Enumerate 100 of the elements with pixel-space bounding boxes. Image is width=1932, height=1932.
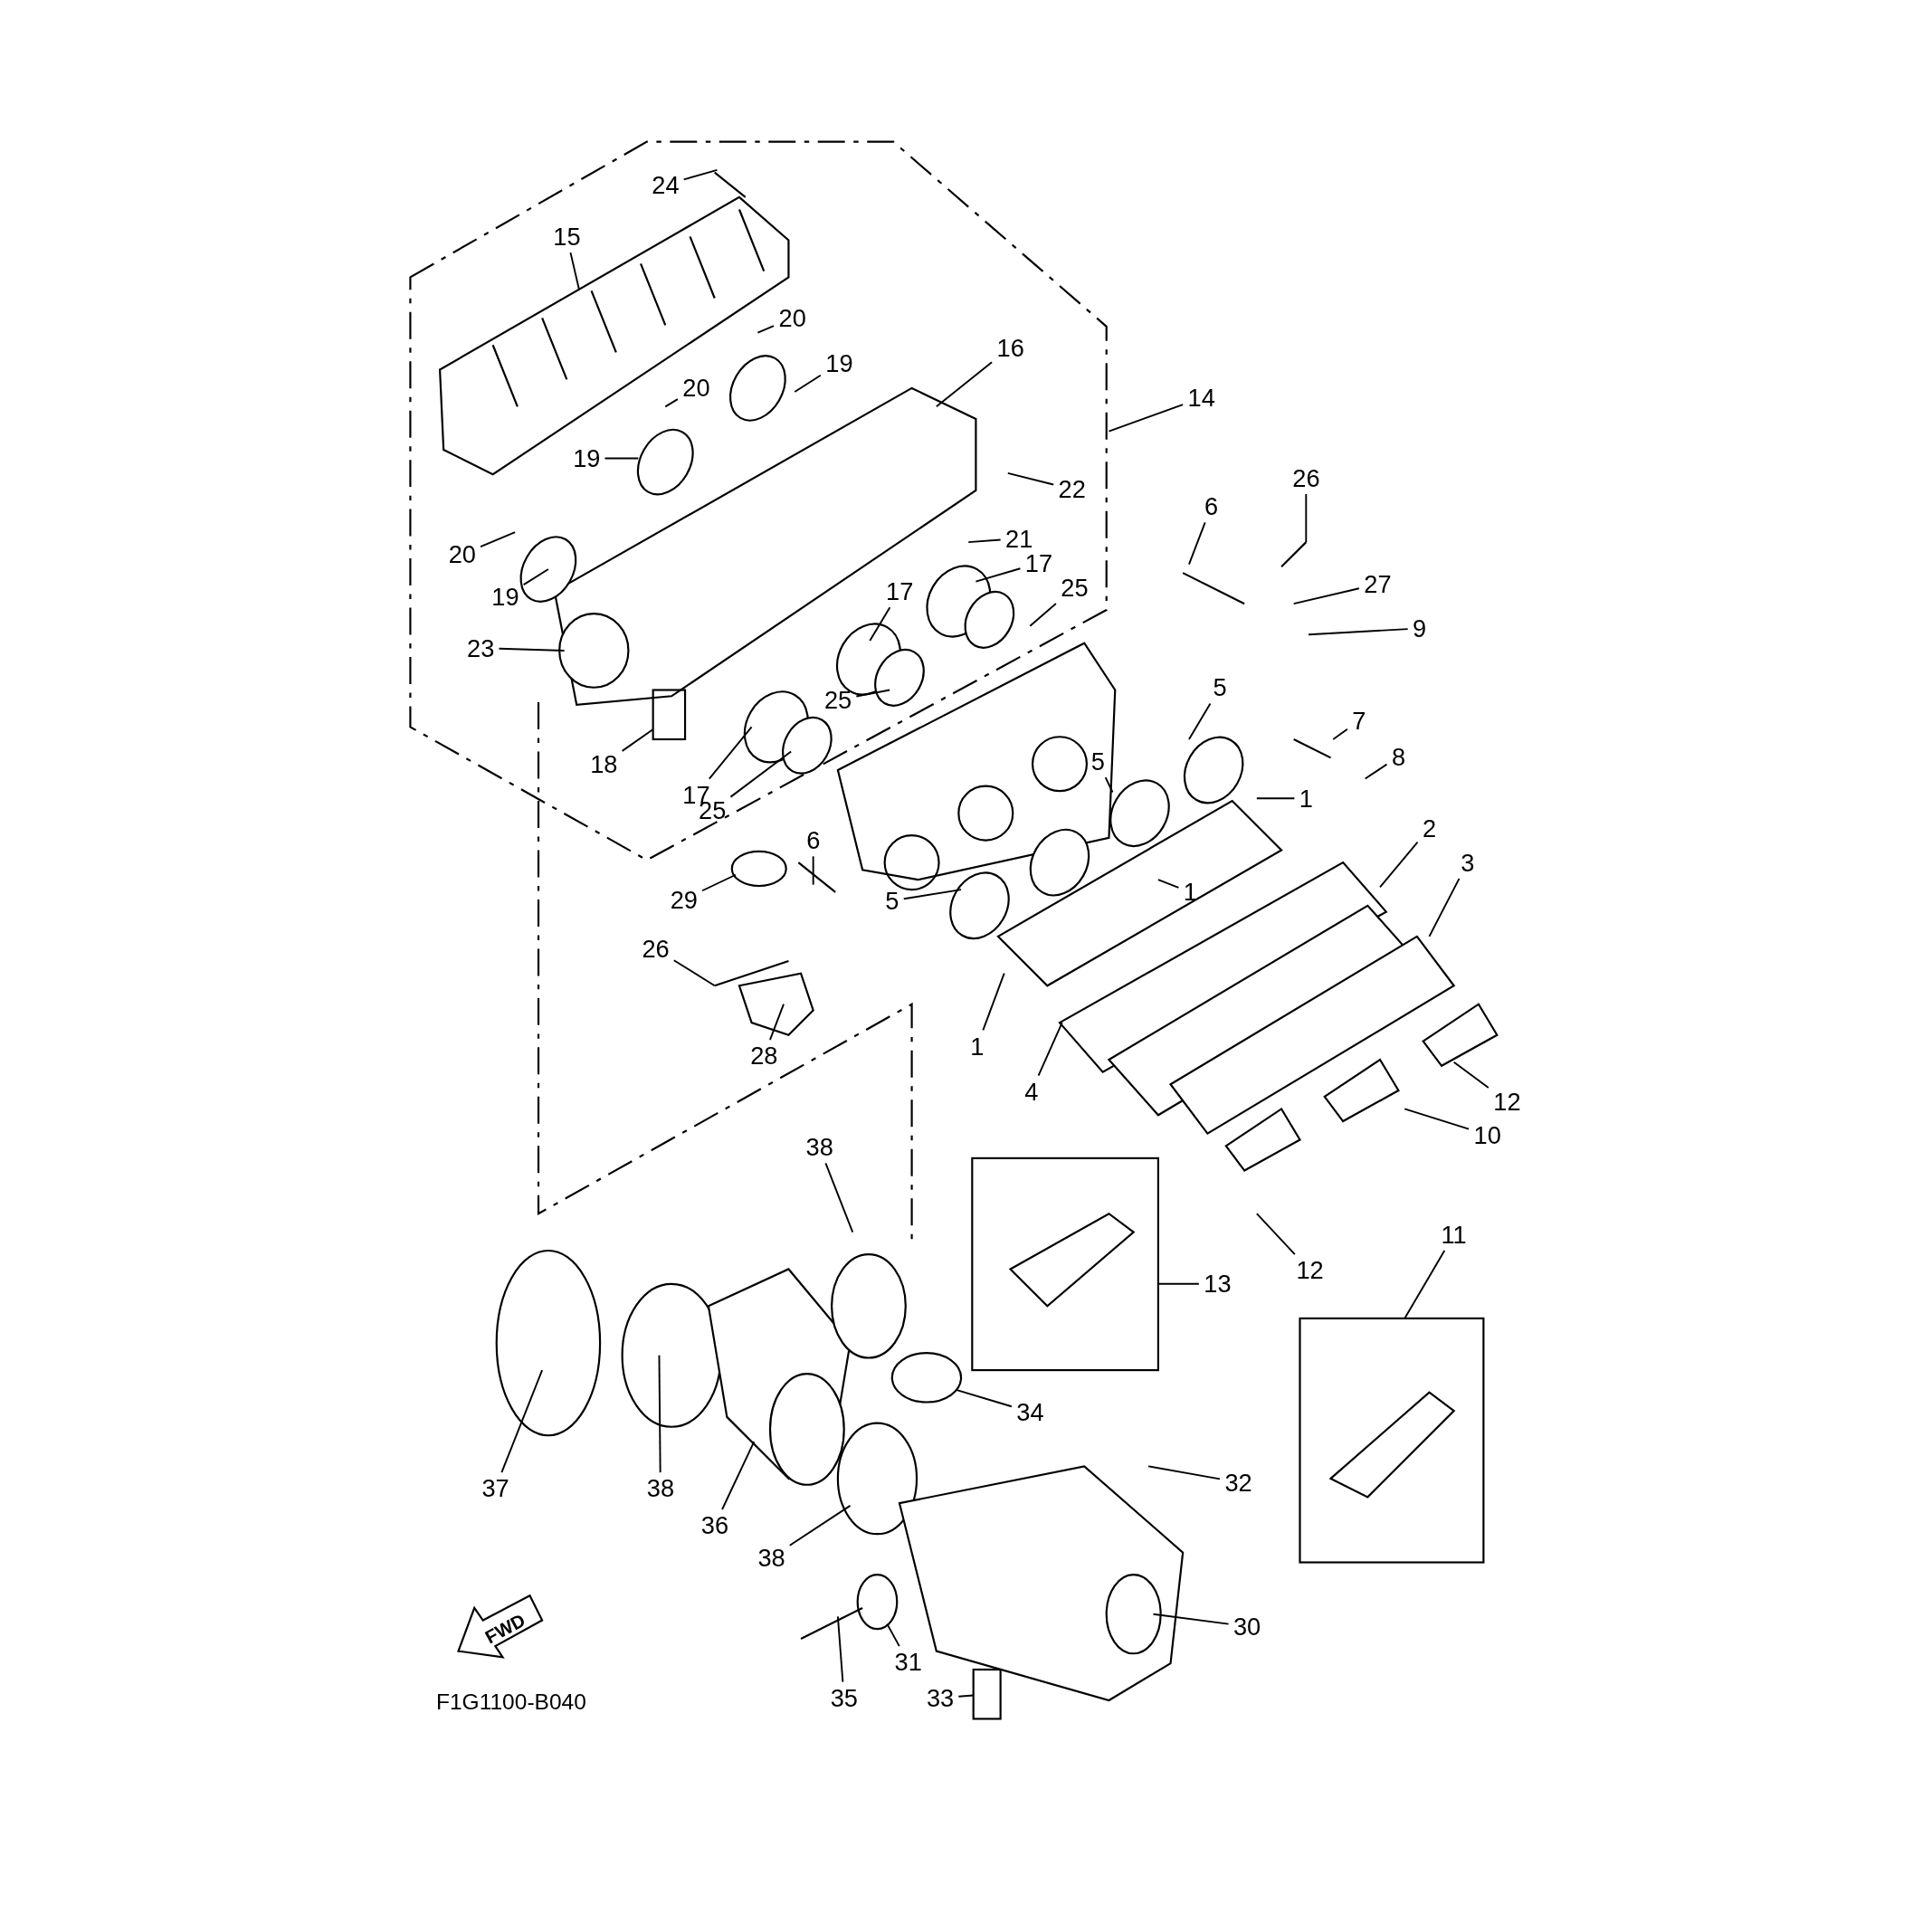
leader-line bbox=[708, 726, 753, 780]
callout-number: 1 bbox=[1181, 878, 1200, 906]
leader-line bbox=[1255, 797, 1296, 800]
leader-line bbox=[604, 457, 640, 460]
callout-number: 18 bbox=[587, 750, 621, 778]
leader-line bbox=[522, 568, 549, 586]
callout-number: 12 bbox=[1490, 1088, 1524, 1116]
leader-line bbox=[855, 689, 891, 698]
leader-line bbox=[836, 1615, 844, 1683]
leader-line bbox=[886, 1623, 900, 1648]
callout-number: 23 bbox=[464, 634, 498, 662]
leader-line bbox=[788, 1504, 852, 1547]
callout-number: 28 bbox=[747, 1042, 781, 1070]
leader-line bbox=[769, 1003, 785, 1042]
callout-number: 33 bbox=[924, 1684, 956, 1712]
leader-line bbox=[682, 168, 719, 181]
leader-line bbox=[1255, 1213, 1296, 1256]
leader-line bbox=[1428, 877, 1461, 937]
leader-line bbox=[955, 1388, 1013, 1408]
callout-number: 38 bbox=[803, 1133, 836, 1161]
callout-number: 2 bbox=[1420, 814, 1439, 842]
leader-line bbox=[1156, 879, 1180, 889]
callout-number: 25 bbox=[822, 686, 854, 714]
callout-number: 12 bbox=[1293, 1256, 1327, 1284]
callout-number: 24 bbox=[649, 171, 682, 199]
callout-number: 26 bbox=[639, 935, 672, 963]
callout-number: 1 bbox=[967, 1033, 987, 1060]
leader-line bbox=[1029, 603, 1057, 627]
direction-label: FWD bbox=[481, 1608, 529, 1650]
callout-number: 5 bbox=[1210, 673, 1230, 701]
callout-number: 25 bbox=[1058, 574, 1091, 602]
callout-number: 7 bbox=[1349, 707, 1369, 735]
leader-line bbox=[1156, 1282, 1200, 1285]
callout-number: 20 bbox=[776, 304, 809, 332]
leader-line bbox=[1305, 493, 1308, 544]
callout-number: 16 bbox=[994, 334, 1027, 361]
callout-number: 27 bbox=[1361, 570, 1394, 598]
callout-number: 5 bbox=[1089, 747, 1108, 776]
callout-number: 29 bbox=[668, 886, 700, 913]
leader-line bbox=[569, 252, 580, 290]
leader-line bbox=[672, 959, 716, 987]
leader-line bbox=[1404, 1250, 1446, 1319]
callout-number: 19 bbox=[823, 349, 856, 377]
callout-number: 9 bbox=[1410, 614, 1429, 642]
leader-line bbox=[957, 1694, 975, 1698]
callout-number: 1 bbox=[1297, 785, 1316, 813]
leader-line bbox=[729, 750, 793, 798]
leader-line bbox=[1108, 404, 1185, 433]
callout-number: 8 bbox=[1389, 743, 1408, 770]
callout-number: 10 bbox=[1470, 1121, 1504, 1148]
callout-number: 21 bbox=[1003, 525, 1036, 552]
leader-line bbox=[721, 1441, 756, 1510]
leader-line bbox=[1292, 587, 1360, 605]
callout-number: 13 bbox=[1201, 1270, 1234, 1298]
part-code: F1G1100-B040 bbox=[436, 1689, 586, 1714]
leader-line bbox=[757, 325, 776, 334]
leader-line bbox=[794, 374, 822, 393]
callout-number: 34 bbox=[1014, 1398, 1047, 1426]
leader-line bbox=[1147, 1465, 1221, 1480]
callout-number: 31 bbox=[891, 1648, 925, 1676]
leader-line bbox=[1104, 776, 1114, 794]
callout-number: 3 bbox=[1458, 849, 1478, 877]
callout-number: 22 bbox=[1055, 475, 1089, 503]
leader-line bbox=[500, 1369, 544, 1474]
callout-number: 32 bbox=[1222, 1469, 1255, 1496]
leader-line bbox=[664, 398, 679, 408]
leader-line bbox=[812, 855, 814, 886]
callout-number: 14 bbox=[1185, 384, 1218, 412]
leader-line bbox=[1379, 841, 1419, 889]
callout-number: 36 bbox=[699, 1511, 731, 1539]
callout-number: 19 bbox=[570, 444, 604, 472]
leader-line bbox=[498, 647, 566, 652]
callout-number: 19 bbox=[489, 583, 522, 610]
leader-line bbox=[480, 531, 517, 548]
callout-number: 15 bbox=[550, 223, 584, 251]
callout-number: 38 bbox=[755, 1544, 788, 1572]
leader-line bbox=[1404, 1108, 1470, 1130]
leader-line bbox=[982, 972, 1005, 1032]
leader-line bbox=[1308, 628, 1409, 636]
leader-line bbox=[1006, 471, 1055, 486]
leader-line bbox=[1452, 1061, 1489, 1090]
leader-line bbox=[824, 1162, 854, 1233]
leader-line bbox=[658, 1354, 661, 1474]
callout-number: 5 bbox=[882, 887, 902, 915]
callout-number: 20 bbox=[680, 374, 713, 402]
leader-line bbox=[1188, 702, 1212, 740]
callout-number: 6 bbox=[1202, 492, 1221, 520]
leader-line bbox=[1037, 1022, 1063, 1077]
callout-number: 4 bbox=[1022, 1078, 1042, 1106]
leader-line bbox=[1364, 763, 1388, 780]
leader-line bbox=[935, 361, 994, 408]
callout-number: 17 bbox=[1023, 549, 1055, 577]
leader-line bbox=[1188, 521, 1206, 566]
callout-number: 35 bbox=[828, 1684, 861, 1712]
callout-number: 38 bbox=[644, 1474, 677, 1502]
callout-number: 11 bbox=[1438, 1221, 1470, 1249]
leader-line bbox=[1332, 728, 1348, 740]
leader-line bbox=[967, 538, 1002, 544]
callout-number: 26 bbox=[1290, 464, 1323, 492]
callout-number: 17 bbox=[883, 577, 916, 605]
